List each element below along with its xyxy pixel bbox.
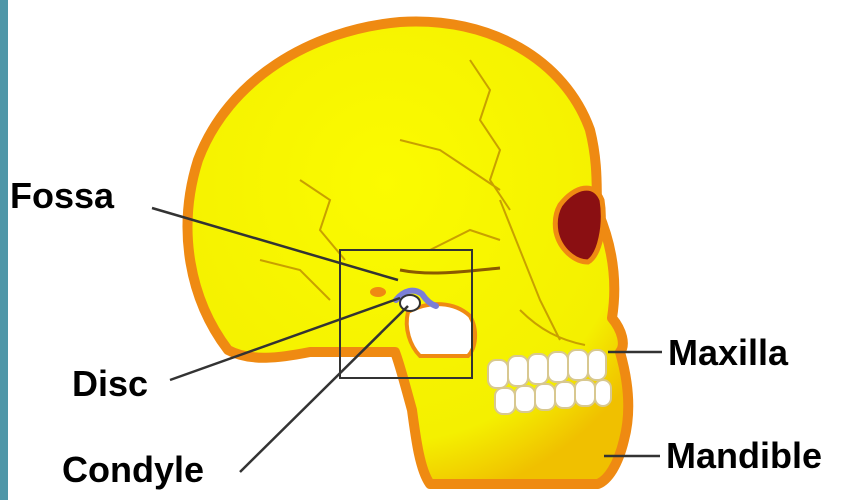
label-condyle: Condyle <box>62 452 204 488</box>
label-disc: Disc <box>72 366 148 402</box>
label-mandible: Mandible <box>666 438 822 474</box>
fossa-marker <box>370 287 386 297</box>
label-fossa: Fossa <box>10 178 114 214</box>
label-maxilla: Maxilla <box>668 335 788 371</box>
condyle-head <box>400 295 420 311</box>
eye-socket <box>555 188 603 262</box>
skull-cranium <box>188 21 629 484</box>
mandible-ramus <box>407 304 475 356</box>
